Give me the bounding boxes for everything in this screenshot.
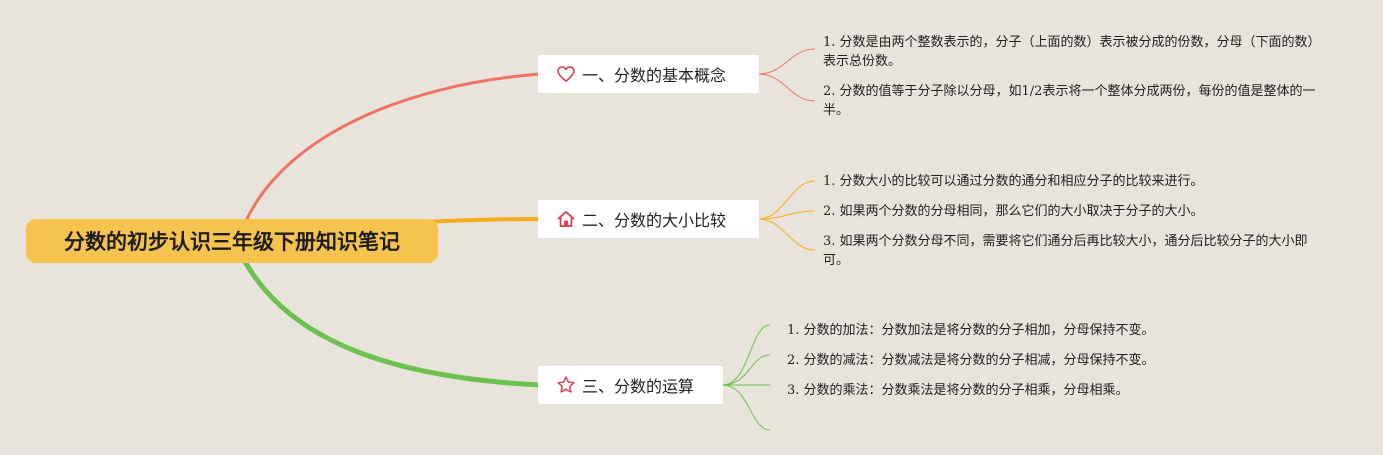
branch-topic-1-label: 一、分数的基本概念: [582, 66, 727, 85]
house-icon: [556, 209, 576, 229]
connector-branch-3-leaf-3: [721, 384, 771, 431]
branch-topic-3[interactable]: 三、分数的运算: [538, 366, 723, 404]
branch-topic-1[interactable]: 一、分数的基本概念: [538, 55, 759, 93]
root-topic-label: 分数的初步认识三年级下册知识笔记: [64, 230, 400, 254]
connector-branch-3-leaf-1: [721, 354, 771, 386]
connector-branch-1-leaf-2: [757, 73, 816, 102]
leaf-topic-2-2-label: 2. 如果两个分数的分母相同，那么它们的大小取决于分子的大小。: [823, 204, 1204, 219]
connector-root-branch-3: [240, 255, 543, 388]
connector-branch-1-leaf-1: [757, 48, 816, 75]
root-topic[interactable]: 分数的初步认识三年级下册知识笔记: [26, 219, 438, 263]
leaf-topic-1-1-label: 1. 分数是由两个整数表示的，分子（上面的数）表示被分成的份数，分母（下面的数）…: [823, 35, 1321, 69]
connector-branch-3-leaf-0: [721, 324, 771, 386]
leaf-topic-3-3-label: 3. 分数的乘法：分数乘法是将分数的分子相乘，分母相乘。: [787, 383, 1129, 398]
connector-root-branch-2: [418, 217, 542, 224]
connector-branch-2-leaf-2: [757, 210, 816, 220]
heart-icon: [556, 64, 576, 84]
branch-topic-2-label: 二、分数的大小比较: [582, 211, 727, 230]
leaf-topic-1-2[interactable]: 2. 分数的值等于分子除以分母，如1/2表示将一个整体分成两份，每份的值是整体的…: [823, 82, 1323, 120]
leaf-topic-3-3[interactable]: 3. 分数的乘法：分数乘法是将分数的分子相乘，分母相乘。: [787, 381, 1129, 400]
leaf-topic-1-1[interactable]: 1. 分数是由两个整数表示的，分子（上面的数）表示被分成的份数，分母（下面的数）…: [823, 33, 1323, 71]
leaf-topic-3-2-label: 2. 分数的减法：分数减法是将分数的分子相减，分母保持不变。: [787, 353, 1155, 368]
leaf-topic-2-1[interactable]: 1. 分数大小的比较可以通过分数的通分和相应分子的比较来进行。: [823, 172, 1204, 191]
leaf-topic-1-2-label: 2. 分数的值等于分子除以分母，如1/2表示将一个整体分成两份，每份的值是整体的…: [823, 84, 1316, 118]
leaf-topic-2-3-label: 3. 如果两个分数分母不同，需要将它们通分后再比较大小，通分后比较分子的大小即可…: [823, 234, 1308, 268]
leaf-topic-2-2[interactable]: 2. 如果两个分数的分母相同，那么它们的大小取决于分子的大小。: [823, 202, 1204, 221]
branch-topic-2[interactable]: 二、分数的大小比较: [538, 200, 759, 238]
leaf-topic-3-1-label: 1. 分数的加法：分数加法是将分数的分子相加，分母保持不变。: [787, 323, 1155, 338]
leaf-topic-2-3[interactable]: 3. 如果两个分数分母不同，需要将它们通分后再比较大小，通分后比较分子的大小即可…: [823, 232, 1323, 270]
star-icon: [556, 375, 576, 395]
leaf-topic-3-1[interactable]: 1. 分数的加法：分数加法是将分数的分子相加，分母保持不变。: [787, 321, 1155, 340]
connector-branch-2-leaf-1: [757, 180, 816, 220]
branch-topic-3-label: 三、分数的运算: [582, 377, 695, 396]
leaf-topic-3-2[interactable]: 2. 分数的减法：分数减法是将分数的分子相减，分母保持不变。: [787, 351, 1155, 370]
connector-root-branch-1: [236, 72, 542, 243]
connector-branch-2-leaf-3: [757, 218, 816, 251]
leaf-topic-2-1-label: 1. 分数大小的比较可以通过分数的通分和相应分子的比较来进行。: [823, 174, 1204, 189]
